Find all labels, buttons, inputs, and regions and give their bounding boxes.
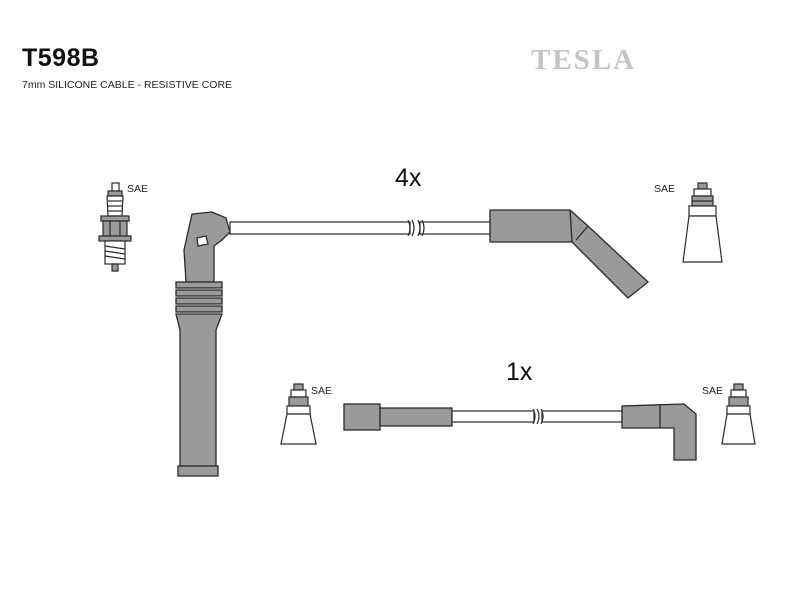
single-lead-left-terminal-icon xyxy=(280,383,317,445)
sae-label-spark-plug: SAE xyxy=(127,183,149,195)
sae-label-coil-terminal: SAE xyxy=(654,183,676,195)
sae-label-single-left: SAE xyxy=(311,385,333,397)
sae-label-single-right: SAE xyxy=(702,385,724,397)
brand-logo: TESLA xyxy=(531,44,637,76)
main-lead-wire xyxy=(229,219,491,237)
part-number: T598B xyxy=(22,44,100,72)
single-lead-right-terminal-icon xyxy=(721,383,756,445)
spark-plug-icon xyxy=(98,182,132,272)
single-lead-wire xyxy=(451,408,623,425)
cable-description: 7mm SILICONE CABLE - RESISTIVE CORE xyxy=(22,79,233,91)
main-lead-coil-boot xyxy=(489,209,649,299)
coil-terminal-icon xyxy=(682,182,723,263)
quantity-label-single-lead: 1x xyxy=(506,358,533,386)
single-lead-right-boot xyxy=(621,403,697,461)
quantity-label-main-set: 4x xyxy=(395,164,422,192)
single-lead-left-boot xyxy=(343,403,453,431)
main-lead-plug-boot xyxy=(175,211,231,477)
